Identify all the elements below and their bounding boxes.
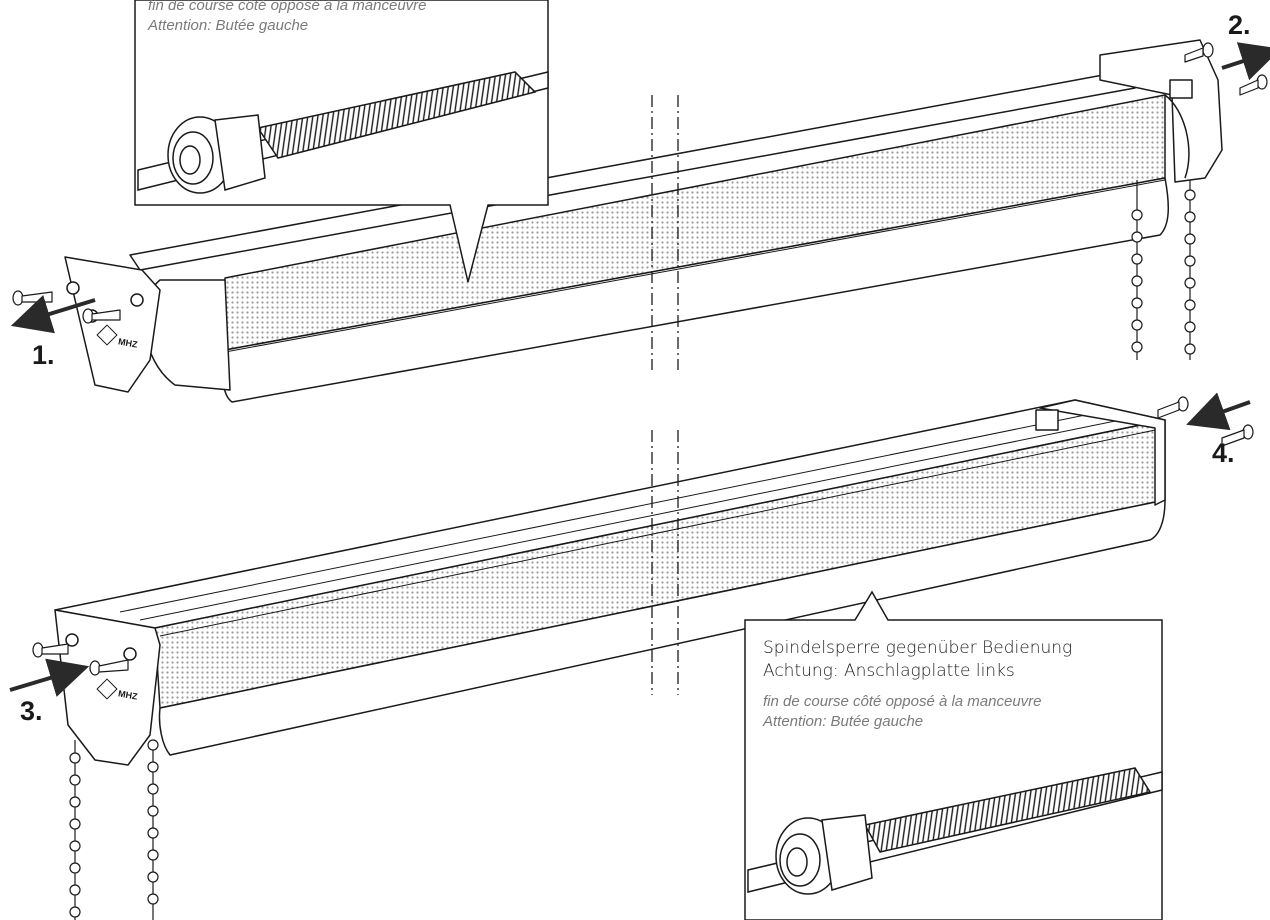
bottom-screws <box>32 396 1254 676</box>
top-callout-fr-line2: Attention: Butée gauche <box>148 17 309 34</box>
bottom-callout-fr-line2: Attention: Butée gauche <box>763 713 924 730</box>
top-break-lines <box>651 95 679 370</box>
arrow-step-2 <box>1221 42 1270 81</box>
arrow-step-1 <box>10 295 96 334</box>
top-callout-box <box>134 0 549 283</box>
bottom-pull-chain <box>69 739 159 920</box>
bottom-front-valance <box>158 499 1166 756</box>
bottom-callout-box <box>744 590 1163 920</box>
arrow-step-3 <box>9 658 90 697</box>
bottom-right-end-cap <box>1039 399 1166 506</box>
bottom-left-end-cap <box>54 609 161 766</box>
top-left-end-cap <box>64 256 161 393</box>
top-blind-assembly <box>12 39 1268 403</box>
step-2-label: 2. <box>1228 10 1251 40</box>
bottom-callout-de-line1: Spindelsperre gegenüber Bedienung <box>763 638 1073 658</box>
step-3-label: 3. <box>20 696 43 726</box>
bottom-break-lines <box>651 430 679 695</box>
top-callout-spring-detail <box>137 71 549 194</box>
top-pull-chain <box>1131 180 1196 360</box>
step-4-label: 4. <box>1212 438 1235 468</box>
bottom-callout-fr-line1: fin de course côté opposé à la manceuvre <box>763 693 1042 710</box>
top-right-end-cap <box>1099 39 1223 183</box>
arrow-step-4 <box>1186 392 1251 431</box>
bottom-callout-spring-detail <box>747 767 1163 895</box>
top-callout-fr-line1: fin de course côté opposé à la manceuvre <box>148 0 427 14</box>
bottom-blind-assembly <box>32 396 1254 920</box>
bottom-callout-de-line2: Achtung: Anschlagplatte links <box>763 661 1015 681</box>
step-1-label: 1. <box>32 340 55 370</box>
